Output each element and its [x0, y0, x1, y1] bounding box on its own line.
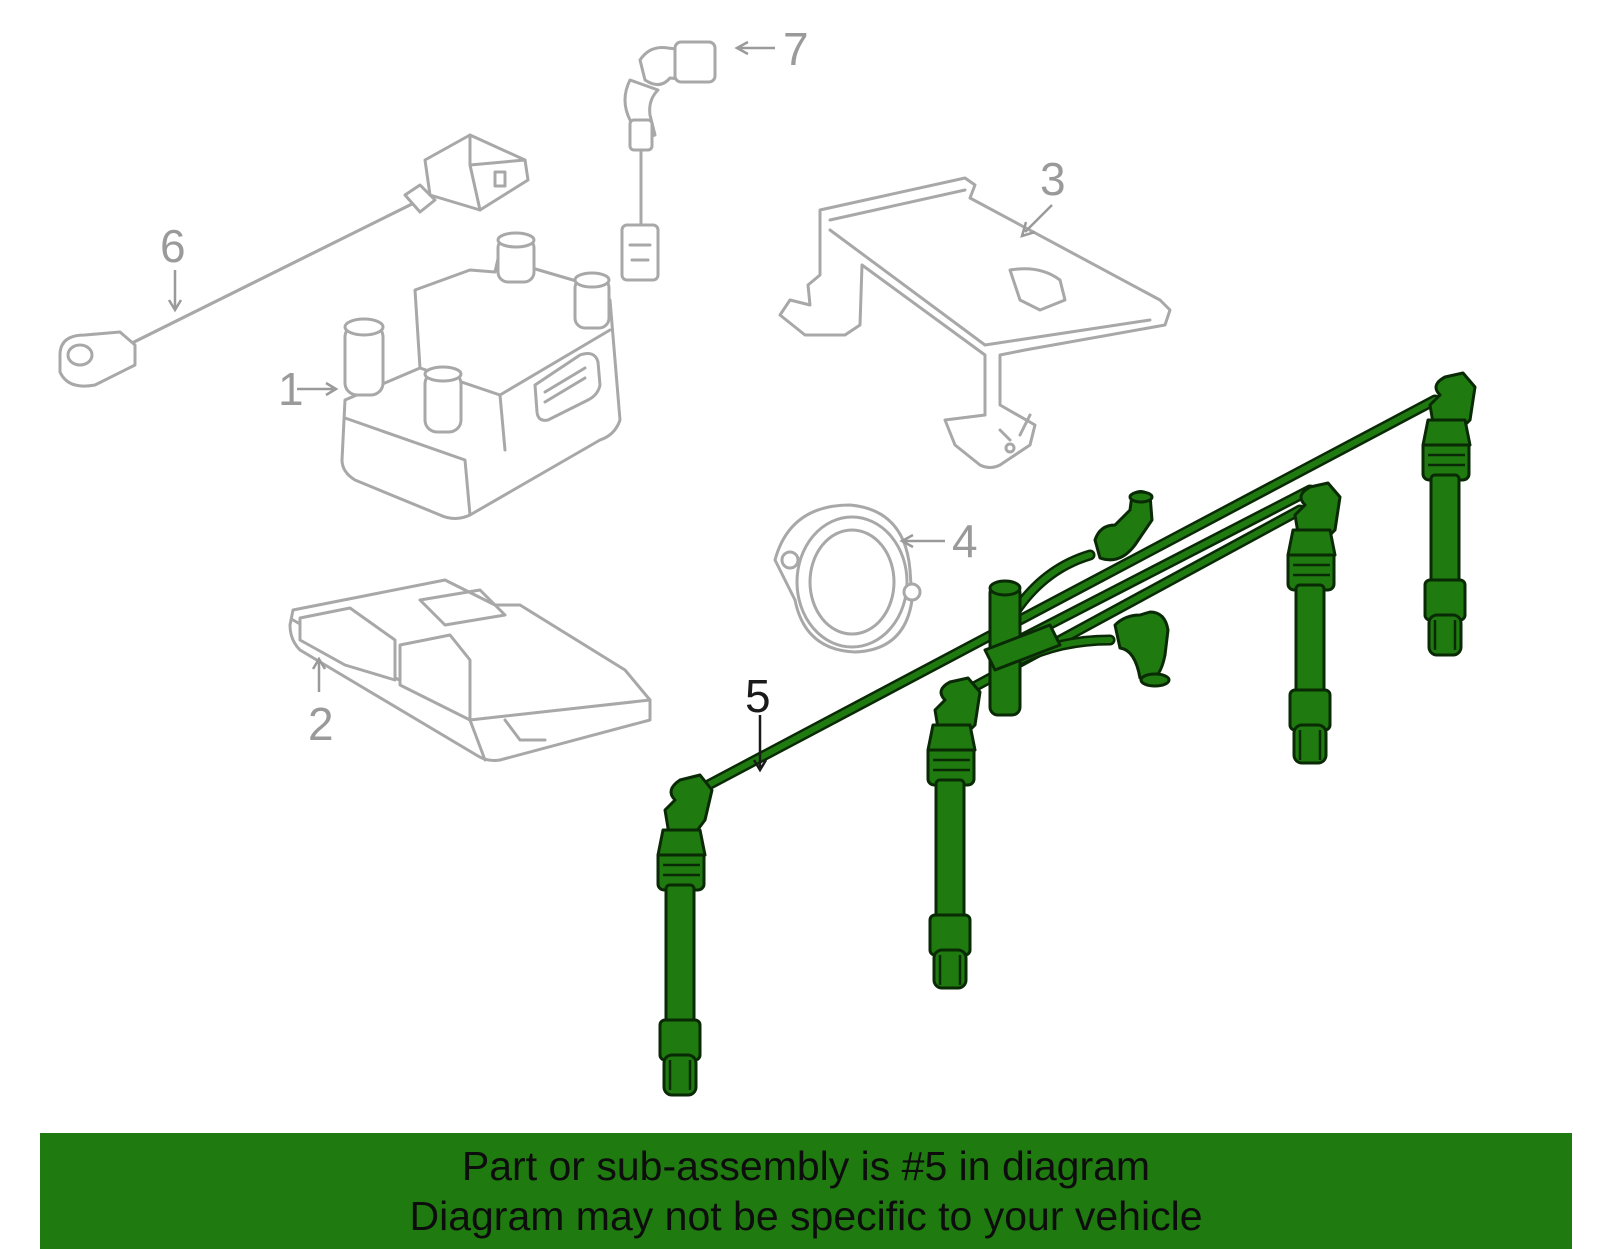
- spark-plug-boot-1[interactable]: [656, 773, 714, 1097]
- part-5-ignition-wire-set[interactable]: [656, 371, 1477, 1097]
- part-1-ignition-coil[interactable]: [340, 231, 622, 520]
- banner-line-2: Diagram may not be specific to your vehi…: [409, 1193, 1203, 1239]
- callout-4[interactable]: 4: [952, 515, 978, 567]
- callout-7[interactable]: 7: [783, 23, 809, 75]
- part-4-ring[interactable]: [773, 503, 922, 654]
- callout-leaders: [167, 40, 1053, 773]
- part-2-control-module[interactable]: [288, 578, 652, 762]
- callout-6[interactable]: 6: [160, 220, 186, 272]
- info-banner: Part or sub-assembly is #5 in diagram Di…: [40, 1133, 1572, 1249]
- callout-3[interactable]: 3: [1040, 153, 1066, 205]
- spark-plug-boot-2[interactable]: [926, 676, 982, 990]
- spark-plug-boot-3[interactable]: [1286, 481, 1342, 765]
- part-7-cam-sensor[interactable]: [620, 40, 717, 282]
- banner-line-1: Part or sub-assembly is #5 in diagram: [461, 1143, 1151, 1189]
- callout-5[interactable]: 5: [745, 670, 771, 722]
- callout-2[interactable]: 2: [308, 698, 334, 750]
- callout-1[interactable]: 1: [278, 363, 304, 415]
- parts-diagram: 1 2 3 4 5 6 7: [58, 23, 1477, 1097]
- part-3-bracket[interactable]: [778, 176, 1172, 469]
- spark-plug-boot-4[interactable]: [1421, 371, 1477, 657]
- part-6-knock-sensor[interactable]: [58, 133, 530, 388]
